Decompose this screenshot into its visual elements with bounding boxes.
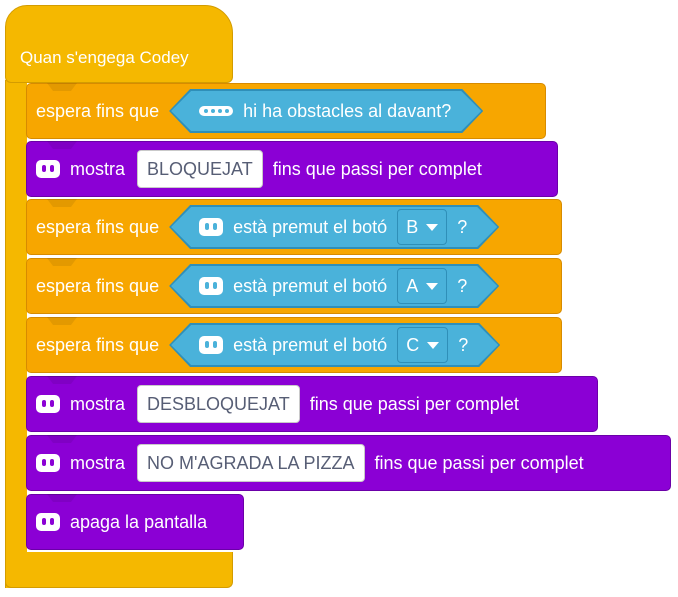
codey-face-icon <box>199 218 223 236</box>
reporter-label: està premut el botó <box>233 275 388 296</box>
wait-until-block[interactable]: espera fins que hi ha obstacles al davan… <box>26 83 546 139</box>
codey-face-icon <box>36 160 60 178</box>
wait-until-label: espera fins que <box>36 100 160 121</box>
wait-until-block[interactable]: espera fins que està premut el botó B ? <box>26 199 562 255</box>
codey-face-icon <box>199 277 223 295</box>
ultrasonic-sensor-icon <box>199 106 233 116</box>
block-notch <box>47 83 77 91</box>
hat-block-arm <box>5 80 27 588</box>
dropdown-value: B <box>406 216 419 237</box>
button-pressed-reporter[interactable]: està premut el botó A ? <box>169 264 499 308</box>
show-label: mostra <box>70 393 126 414</box>
block-notch <box>47 199 77 207</box>
wait-until-block[interactable]: espera fins que està premut el botó C ? <box>26 317 562 373</box>
dropdown-value: A <box>406 275 419 296</box>
wait-until-label: espera fins que <box>36 275 160 296</box>
codey-face-icon <box>36 454 60 472</box>
dropdown-value: C <box>406 334 420 355</box>
block-notch <box>47 258 77 266</box>
clear-screen-block[interactable]: apaga la pantalla <box>26 494 244 550</box>
show-text-block[interactable]: mostra NO M'AGRADA LA PIZZA fins que pas… <box>26 435 671 491</box>
wait-until-label: espera fins que <box>36 334 160 355</box>
hat-block-foot <box>5 552 233 588</box>
hat-block-label: Quan s'engega Codey <box>20 48 189 67</box>
reporter-label: hi ha obstacles al davant? <box>243 100 452 121</box>
button-dropdown[interactable]: C <box>397 327 448 363</box>
when-codey-starts-block[interactable]: Quan s'engega Codey <box>5 5 233 83</box>
clear-screen-label: apaga la pantalla <box>70 511 208 532</box>
text-input-field[interactable]: NO M'AGRADA LA PIZZA <box>137 444 365 482</box>
button-pressed-reporter[interactable]: està premut el botó B ? <box>169 205 499 249</box>
wait-until-label: espera fins que <box>36 216 160 237</box>
show-suffix-label: fins que passi per complet <box>272 158 482 179</box>
wait-until-block[interactable]: espera fins que està premut el botó A ? <box>26 258 562 314</box>
reporter-label: està premut el botó <box>233 334 388 355</box>
block-notch <box>47 494 77 502</box>
reporter-end-label: ? <box>457 216 468 237</box>
block-notch <box>47 141 77 149</box>
show-text-block[interactable]: mostra BLOQUEJAT fins que passi per comp… <box>26 141 558 197</box>
block-notch <box>47 376 77 384</box>
button-dropdown[interactable]: B <box>397 209 447 245</box>
reporter-end-label: ? <box>457 275 468 296</box>
reporter-end-label: ? <box>458 334 469 355</box>
chevron-down-icon <box>426 283 438 290</box>
codey-face-icon <box>199 336 223 354</box>
text-input-field[interactable]: DESBLOQUEJAT <box>137 385 300 423</box>
obstacle-ahead-reporter[interactable]: hi ha obstacles al davant? <box>169 89 483 133</box>
show-suffix-label: fins que passi per complet <box>309 393 519 414</box>
show-label: mostra <box>70 158 126 179</box>
show-suffix-label: fins que passi per complet <box>374 452 584 473</box>
block-notch <box>47 317 77 325</box>
reporter-label: està premut el botó <box>233 216 388 237</box>
text-input-field[interactable]: BLOQUEJAT <box>137 150 263 188</box>
chevron-down-icon <box>427 342 439 349</box>
button-dropdown[interactable]: A <box>397 268 447 304</box>
show-label: mostra <box>70 452 126 473</box>
block-notch <box>47 435 77 443</box>
show-text-block[interactable]: mostra DESBLOQUEJAT fins que passi per c… <box>26 376 598 432</box>
chevron-down-icon <box>426 224 438 231</box>
codey-face-icon <box>36 395 60 413</box>
button-pressed-reporter[interactable]: està premut el botó C ? <box>169 323 500 367</box>
codey-face-icon <box>36 513 60 531</box>
